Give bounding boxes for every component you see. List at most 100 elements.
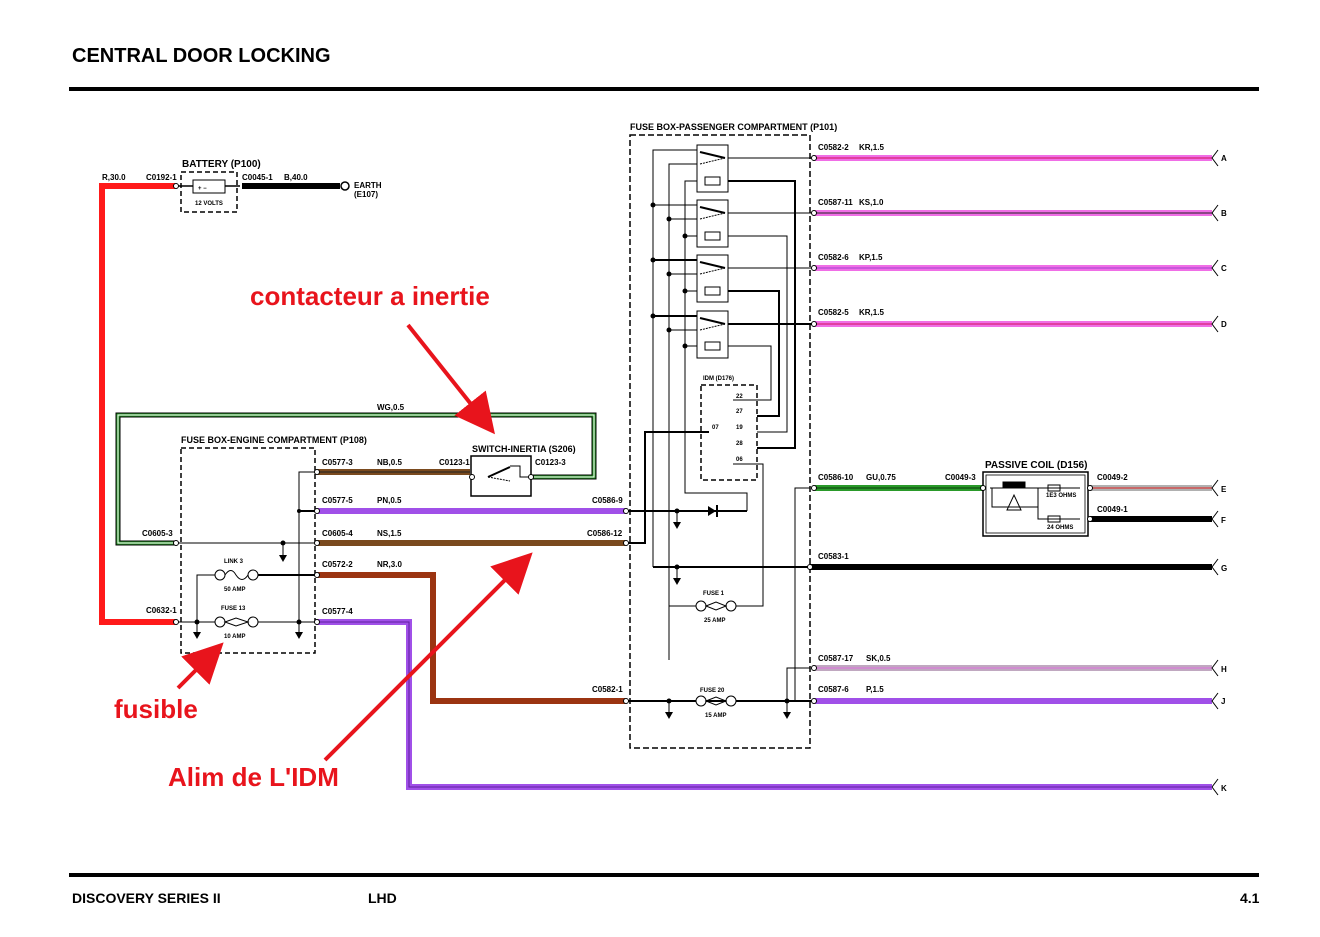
- svg-text:KS,1.0: KS,1.0: [859, 198, 884, 207]
- svg-text:F: F: [1221, 516, 1226, 525]
- svg-text:25 AMP: 25 AMP: [704, 618, 725, 624]
- svg-text:07: 07: [712, 425, 719, 431]
- footer-drive: LHD: [368, 890, 397, 906]
- relay-2: [696, 199, 729, 248]
- resistor-2-label: 24 OHMS: [1047, 525, 1073, 531]
- wire-pn: C0577-5 PN,0.5 C0586-9: [318, 496, 625, 514]
- wire-H: C0587-17 SK,0.5 H: [815, 654, 1227, 674]
- svg-text:H: H: [1221, 665, 1227, 674]
- wire-A: C0582-2 KR,1.5 A: [815, 143, 1227, 163]
- conn-label-c0632-1: C0632-1: [146, 606, 177, 615]
- svg-text:B: B: [1221, 209, 1227, 218]
- svg-text:C0582-2: C0582-2: [818, 143, 849, 152]
- passive-coil-label: PASSIVE COIL (D156): [985, 460, 1087, 471]
- footer-page-number: 4.1: [1240, 890, 1260, 906]
- header-rule: [69, 87, 1259, 91]
- fusebox-engine-label: FUSE BOX-ENGINE COMPARTMENT (P108): [181, 435, 367, 445]
- ground-icon: [295, 632, 303, 639]
- switch-inertia-box: [470, 455, 532, 497]
- fuse-1: FUSE 1 25 AMP: [695, 591, 737, 624]
- svg-text:J: J: [1221, 697, 1225, 706]
- svg-text:K: K: [1221, 784, 1227, 793]
- svg-text:C0049-1: C0049-1: [1097, 505, 1128, 514]
- footer-rule: [69, 873, 1259, 877]
- ground-icons: [665, 522, 791, 719]
- battery-voltage: 12 VOLTS: [195, 201, 223, 207]
- svg-text:E: E: [1221, 485, 1227, 494]
- junction-dots: [650, 202, 790, 704]
- svg-text:C0586-9: C0586-9: [592, 496, 623, 505]
- svg-text:KR,1.5: KR,1.5: [859, 143, 884, 152]
- ground-icon: [279, 555, 287, 562]
- wire-B: C0587-11 KS,1.0 B: [815, 198, 1227, 218]
- svg-text:15 AMP: 15 AMP: [705, 713, 726, 719]
- svg-text:10 AMP: 10 AMP: [224, 634, 245, 640]
- link-3: LINK 3 50 AMP: [214, 559, 259, 593]
- connector-end-brackets: [1211, 149, 1219, 796]
- svg-text:27: 27: [736, 409, 743, 415]
- svg-text:28: 28: [736, 441, 743, 447]
- svg-text:C0123-3: C0123-3: [535, 458, 566, 467]
- wire-nb: C0577-3 NB,0.5 C0123-1 C0123-3: [318, 458, 566, 475]
- svg-text:C0583-1: C0583-1: [818, 552, 849, 561]
- svg-text:C0605-4: C0605-4: [322, 529, 353, 538]
- svg-text:C0577-4: C0577-4: [322, 607, 353, 616]
- svg-text:C0587-17: C0587-17: [818, 654, 854, 663]
- annotation-idm-power: Alim de L'IDM: [168, 762, 339, 792]
- svg-text:06: 06: [736, 457, 743, 463]
- wire-ns: C0605-4 NS,1.5 C0586-12: [318, 529, 625, 546]
- svg-text:C0582-5: C0582-5: [818, 308, 849, 317]
- earth-id: (E107): [354, 190, 378, 199]
- fuse-13: FUSE 13 10 AMP: [214, 606, 259, 640]
- wire-E: C0586-10 GU,0.75 C0049-3 C0049-2 E: [815, 473, 1227, 494]
- svg-text:PN,0.5: PN,0.5: [377, 496, 402, 505]
- battery-box: [180, 171, 238, 213]
- svg-text:P,1.5: P,1.5: [866, 685, 884, 694]
- battery-polarity: + −: [198, 186, 207, 192]
- earth-label: EARTH: [354, 181, 382, 190]
- passenger-internal-wiring: [627, 149, 815, 712]
- svg-text:C0577-5: C0577-5: [322, 496, 353, 505]
- svg-text:C0587-11: C0587-11: [818, 198, 853, 207]
- fuse-20: FUSE 20 15 AMP: [695, 688, 737, 719]
- annotation-fuse: fusible: [114, 694, 198, 724]
- svg-text:C0582-6: C0582-6: [818, 253, 849, 262]
- resistor-1-label: 1E3 OHMS: [1046, 493, 1076, 499]
- relay-4: [696, 310, 729, 359]
- conn-label-c0192-1: C0192-1: [146, 173, 177, 182]
- annotation-arrow-fuse: [176, 642, 224, 690]
- engine-internal-wiring: [177, 471, 315, 632]
- svg-text:19: 19: [736, 425, 743, 431]
- passive-coil-box: [982, 471, 1089, 537]
- svg-text:C0586-10: C0586-10: [818, 473, 854, 482]
- svg-text:50 AMP: 50 AMP: [224, 587, 245, 593]
- svg-text:WG,0.5: WG,0.5: [377, 403, 405, 412]
- wire-F: C0049-1 F: [1090, 505, 1226, 525]
- earth-icon: [340, 181, 350, 191]
- svg-text:C0582-1: C0582-1: [592, 685, 623, 694]
- svg-text:KR,1.5: KR,1.5: [859, 308, 884, 317]
- svg-text:FUSE 1: FUSE 1: [703, 591, 725, 597]
- wire-J: C0587-6 P,1.5 J: [815, 685, 1225, 706]
- idm-box: [700, 384, 758, 481]
- fusebox-engine-box: [180, 447, 316, 654]
- wire-K: C0577-4 K: [318, 607, 1227, 793]
- svg-text:GU,0.75: GU,0.75: [866, 473, 896, 482]
- conn-label-c0605-3: C0605-3: [142, 529, 173, 538]
- footer-model: DISCOVERY SERIES II: [72, 890, 221, 906]
- svg-text:LINK 3: LINK 3: [224, 559, 244, 565]
- conn-label-c0045-1: C0045-1: [242, 173, 273, 182]
- wire-wg: WG,0.5: [115, 403, 597, 546]
- svg-text:NB,0.5: NB,0.5: [377, 458, 402, 467]
- relay-3: [696, 254, 729, 303]
- annotation-arrow-inertia: [406, 323, 495, 435]
- svg-text:C0572-2: C0572-2: [322, 560, 353, 569]
- fusebox-passenger-box: [629, 134, 811, 749]
- svg-text:FUSE 13: FUSE 13: [221, 606, 246, 612]
- svg-text:NS,1.5: NS,1.5: [377, 529, 402, 538]
- svg-text:22: 22: [736, 394, 743, 400]
- svg-text:C: C: [1221, 264, 1227, 273]
- svg-text:A: A: [1221, 154, 1227, 163]
- ground-icon: [193, 632, 201, 639]
